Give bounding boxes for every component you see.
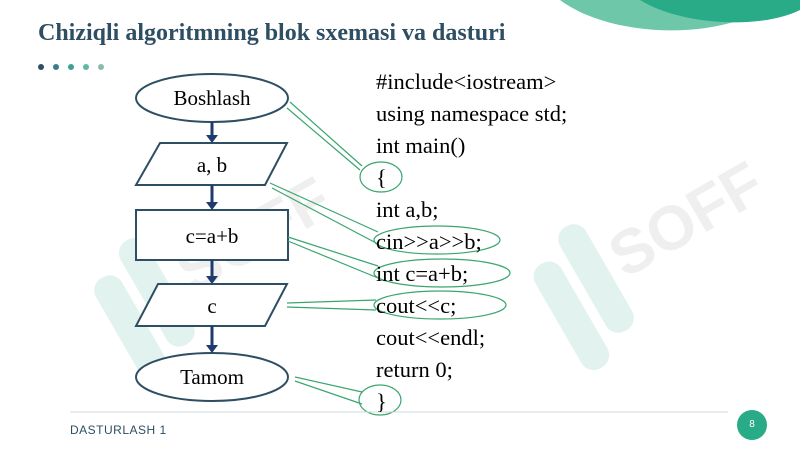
footer-course-name: DASTURLASH 1 xyxy=(70,423,167,437)
connector-lines xyxy=(269,101,379,405)
top-wave-decoration-dark xyxy=(640,0,800,23)
flowchart-output-shape xyxy=(134,283,289,327)
flowchart-process-label: c=a+b xyxy=(185,224,239,248)
flowchart-input-shape xyxy=(134,142,289,186)
code-line: int a,b; xyxy=(376,197,439,222)
slide-title: Chiziqli algoritmning blok sxemasi va da… xyxy=(38,20,506,46)
code-line: { xyxy=(376,165,387,190)
title-dots xyxy=(38,64,109,72)
title-dot xyxy=(38,64,44,70)
code-line: int c=a+b; xyxy=(376,261,469,286)
code-line: #include<iostream> xyxy=(376,69,557,94)
code-listing: #include<iostream> using namespace std; … xyxy=(376,66,567,418)
flowchart-process-shape xyxy=(135,209,289,261)
code-line: cout<<c; xyxy=(376,293,457,318)
flowchart-arrows xyxy=(206,122,218,353)
flowchart-end-label: Tamom xyxy=(180,365,244,389)
flowchart-input-label: a, b xyxy=(196,153,228,177)
code-highlights xyxy=(358,161,511,416)
title-dot xyxy=(53,64,59,70)
code-line: return 0; xyxy=(376,357,453,382)
svg-text:SOFF: SOFF xyxy=(598,149,776,291)
code-line: using namespace std; xyxy=(376,101,568,126)
title-dot xyxy=(83,64,89,70)
flowchart-start-label: Boshlash xyxy=(173,86,251,110)
code-line: int main() xyxy=(376,133,466,158)
code-line: cout<<endl; xyxy=(376,325,486,350)
title-dot xyxy=(98,64,104,70)
code-line: cin>>a>>b; xyxy=(376,229,482,254)
page-number-badge: 8 xyxy=(737,410,767,440)
code-line: } xyxy=(376,389,387,414)
flowchart-output-label: c xyxy=(207,294,217,318)
title-dot xyxy=(68,64,74,70)
